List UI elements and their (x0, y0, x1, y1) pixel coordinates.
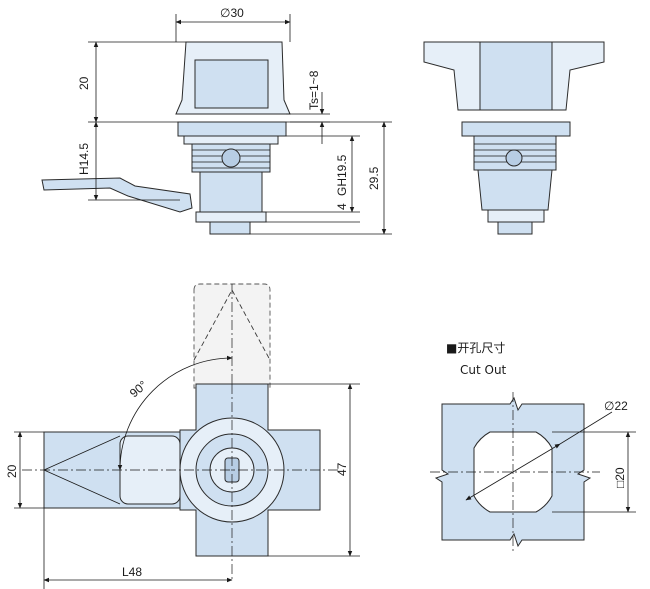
washer (183, 135, 279, 145)
handle-height-label: H14.5 (77, 143, 91, 175)
lever-length-label: L48 (122, 565, 142, 579)
front-cap-face (479, 41, 553, 111)
front-lock-icon (505, 149, 523, 167)
front-flange (461, 121, 571, 137)
cutout-subtitle: Cut Out (460, 363, 507, 377)
side-view: ∅30 20 H14.5 Ts=1~8 GH19.5 4 29.5 (41, 6, 392, 235)
thickness-range-label: Ts=1~8 (307, 70, 321, 110)
front-cam-base (487, 209, 545, 223)
height-top-label: 20 (77, 76, 91, 90)
lock-pin-icon (221, 148, 241, 168)
front-cam-tip (497, 221, 533, 235)
knob-cap-face (194, 59, 269, 109)
length-47-label: 47 (335, 462, 349, 476)
top-diameter-label: ∅30 (220, 6, 244, 20)
rotated-lever-ghost (193, 283, 271, 389)
flange (177, 121, 287, 137)
width-front-label: 20 (5, 464, 19, 478)
total-height-label: 29.5 (367, 166, 381, 190)
small-gap-label: 4 (335, 203, 349, 210)
top-view: 90° 20 47 L48 (5, 283, 360, 589)
hole-square-label: □20 (613, 467, 627, 488)
hole-diameter-label: ∅22 (604, 399, 628, 413)
cam-base (195, 211, 267, 223)
cam-tip (209, 221, 251, 235)
rotation-angle-label: 90° (127, 378, 150, 401)
grip-height-label: GH19.5 (335, 154, 349, 196)
cutout-title: ■开孔尺寸 (446, 341, 505, 355)
front-lower-body (477, 169, 553, 211)
cutout-view: ■开孔尺寸 Cut Out ∅22 □20 (430, 341, 636, 552)
lever-arm (41, 177, 193, 213)
lower-body (199, 171, 263, 213)
front-view (423, 41, 605, 235)
